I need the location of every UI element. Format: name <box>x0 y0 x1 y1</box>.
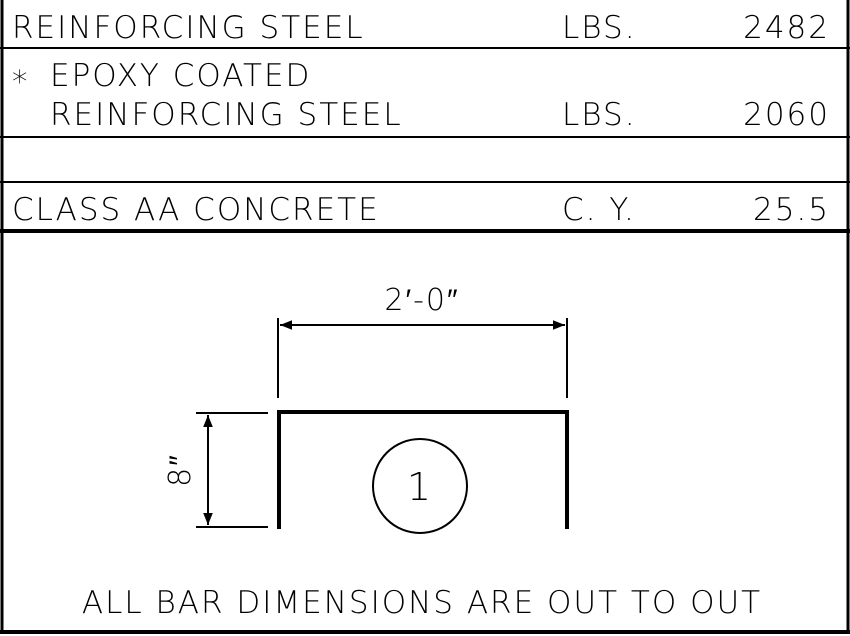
item-unit: LBS. <box>562 97 637 133</box>
item-quantity: 2060 <box>743 97 830 133</box>
width-dimension-label: 2′-0″ <box>384 283 459 318</box>
table-row: CLASS AA CONCRETE C. Y. 25.5 <box>12 192 830 228</box>
dimension-note: ALL BAR DIMENSIONS ARE OUT TO OUT <box>82 585 762 621</box>
bar-mark-label: 1 <box>407 465 433 509</box>
item-description: EPOXY COATED <box>50 58 311 94</box>
item-unit: C. Y. <box>562 192 636 228</box>
item-description-line2: REINFORCING STEEL <box>50 97 403 133</box>
item-quantity: 25.5 <box>753 192 830 228</box>
item-quantity: 2482 <box>743 10 830 46</box>
table-row: ∗ EPOXY COATED REINFORCING STEEL LBS. 20… <box>10 58 830 133</box>
u-bar-shape <box>277 410 569 529</box>
table-row: REINFORCING STEEL LBS. 2482 <box>12 10 830 46</box>
item-description: REINFORCING STEEL <box>12 10 365 46</box>
epoxy-marker-icon: ∗ <box>10 58 31 94</box>
bar-mark-circle <box>372 438 468 534</box>
item-unit: LBS. <box>562 10 637 46</box>
item-description: CLASS AA CONCRETE <box>12 192 380 228</box>
bar-detail-drawing: 2′-0″ 8″ 1 <box>163 283 569 534</box>
height-dimension-label: 8″ <box>163 453 198 487</box>
